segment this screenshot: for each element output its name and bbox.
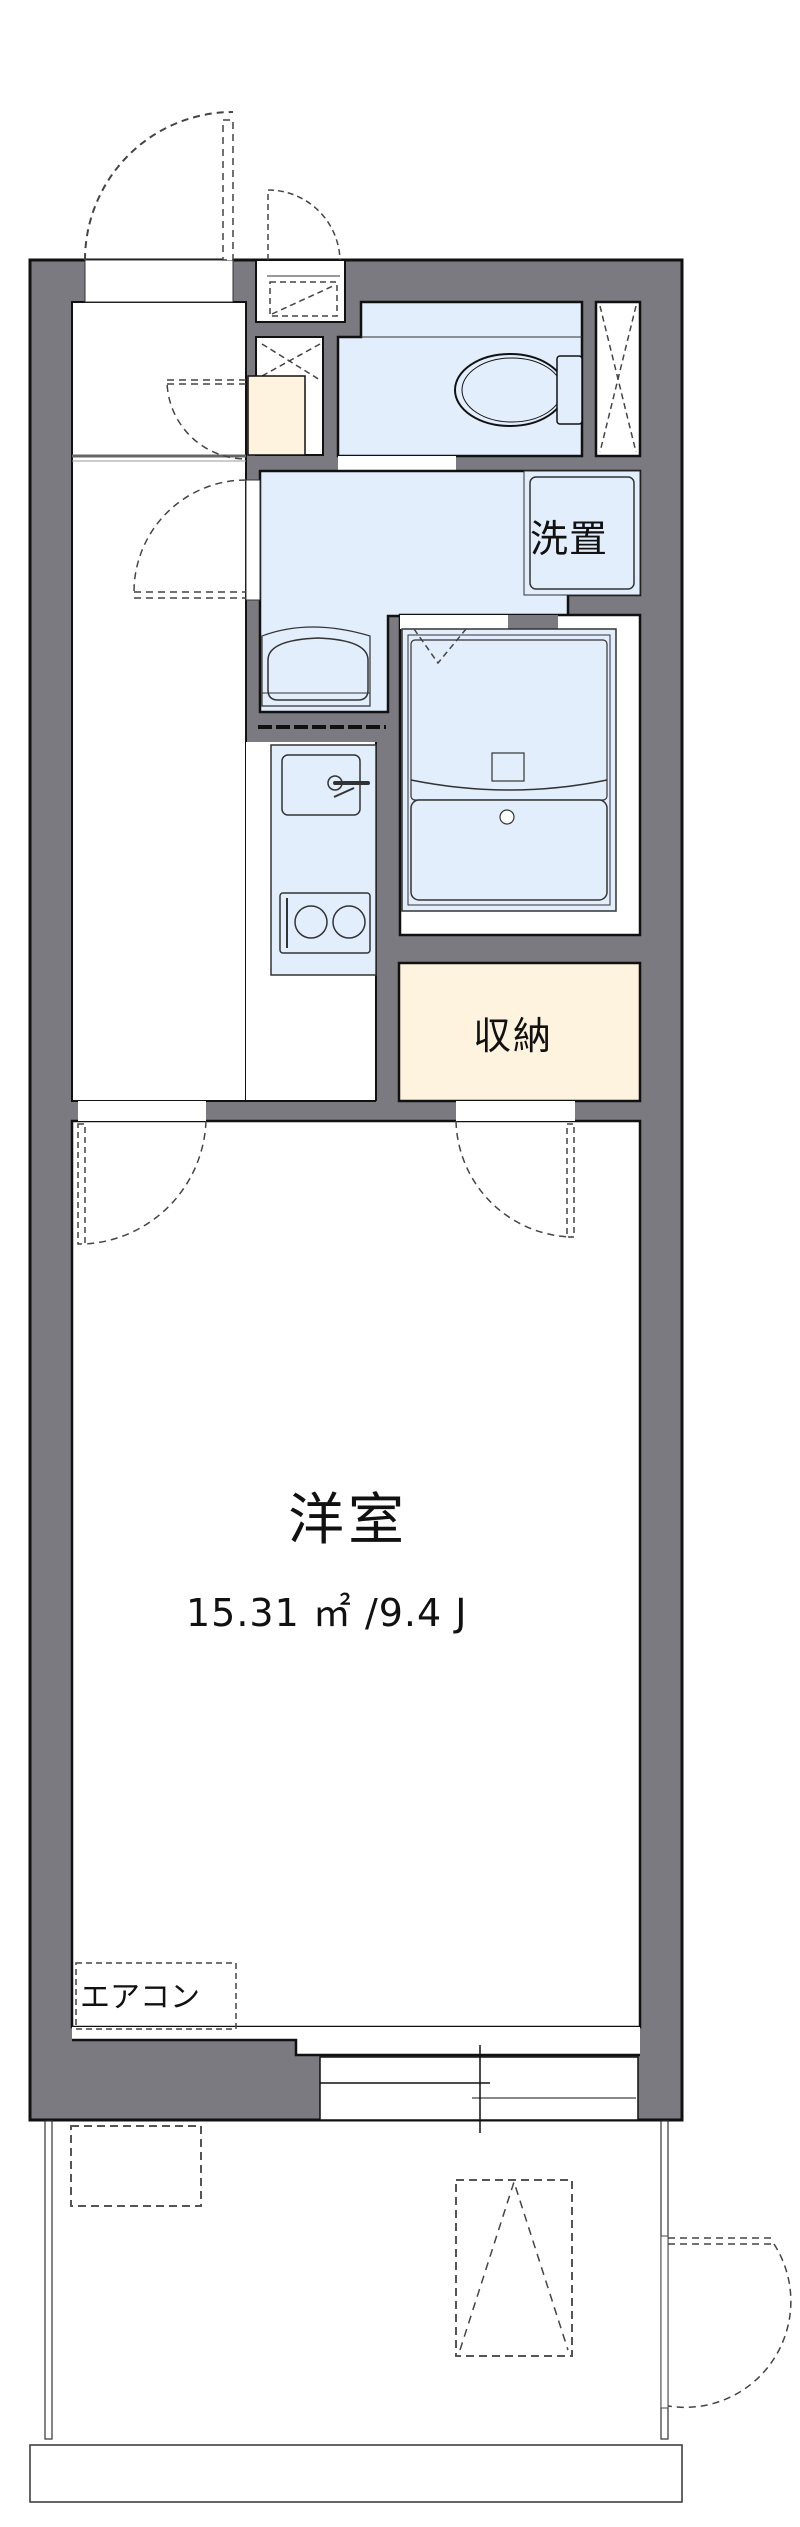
air-conditioner-box (75, 1962, 237, 2030)
partition-board[interactable] (660, 2235, 669, 2409)
balcony-window[interactable] (319, 2056, 639, 2121)
room-area: 15.31 ㎡ /9.4 J (186, 1591, 468, 1635)
entry-door-opening[interactable] (84, 259, 234, 303)
evacuation-hatch (455, 2179, 573, 2357)
western-room (70, 1119, 642, 2029)
shoe-cabinet (247, 375, 306, 456)
room-name: 洋室 (288, 1488, 408, 1553)
room-door-opening[interactable] (78, 1101, 206, 1121)
entry-door-swing (84, 111, 234, 261)
toilet-door-opening[interactable] (338, 456, 456, 471)
stove-icon (279, 892, 371, 954)
air-conditioner-label: エアコン (80, 1980, 200, 2015)
storage-label: 収納 (473, 1014, 554, 1058)
outdoor-ac-unit (70, 2125, 202, 2207)
bathtub-icon (401, 628, 617, 912)
storage-closet (397, 961, 642, 1103)
closet-door-opening[interactable] (456, 1101, 575, 1121)
washer-space-label: 洗置 (530, 517, 609, 561)
entrance-hall (71, 301, 247, 1102)
balcony (29, 2120, 792, 2503)
meter-box (255, 259, 346, 323)
toilet-icon (454, 353, 583, 427)
kitchen-counter (270, 744, 377, 976)
washbasin-icon (261, 626, 371, 707)
